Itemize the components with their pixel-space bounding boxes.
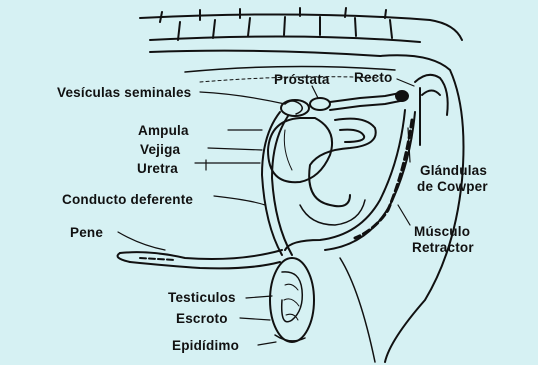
label-pene: Pene [70, 225, 103, 240]
label-uretra: Uretra [137, 161, 178, 176]
label-glandulas-line2: de Cowper [417, 179, 488, 194]
leg-outline [340, 258, 375, 362]
label-ampula: Ampula [138, 123, 189, 138]
vas-deferens [262, 112, 292, 255]
rectum [415, 75, 448, 145]
label-glandulas-line1: Glándulas [420, 163, 487, 178]
label-testiculos: Testiculos [168, 290, 236, 305]
testicle [270, 258, 314, 342]
label-epididimo: Epidídimo [172, 338, 239, 353]
label-prostata: Próstata [274, 72, 330, 87]
label-musculo-line1: Músculo [414, 224, 470, 239]
label-recto: Recto [354, 70, 393, 85]
bladder [268, 118, 332, 182]
label-conducto-deferente: Conducto deferente [62, 192, 193, 207]
label-vesiculas-seminales: Vesículas seminales [57, 85, 191, 100]
label-vejiga: Vejiga [140, 142, 180, 157]
label-musculo-line2: Retractor [412, 240, 474, 255]
label-escroto: Escroto [176, 311, 228, 326]
spine [140, 8, 462, 42]
glands [281, 91, 408, 116]
